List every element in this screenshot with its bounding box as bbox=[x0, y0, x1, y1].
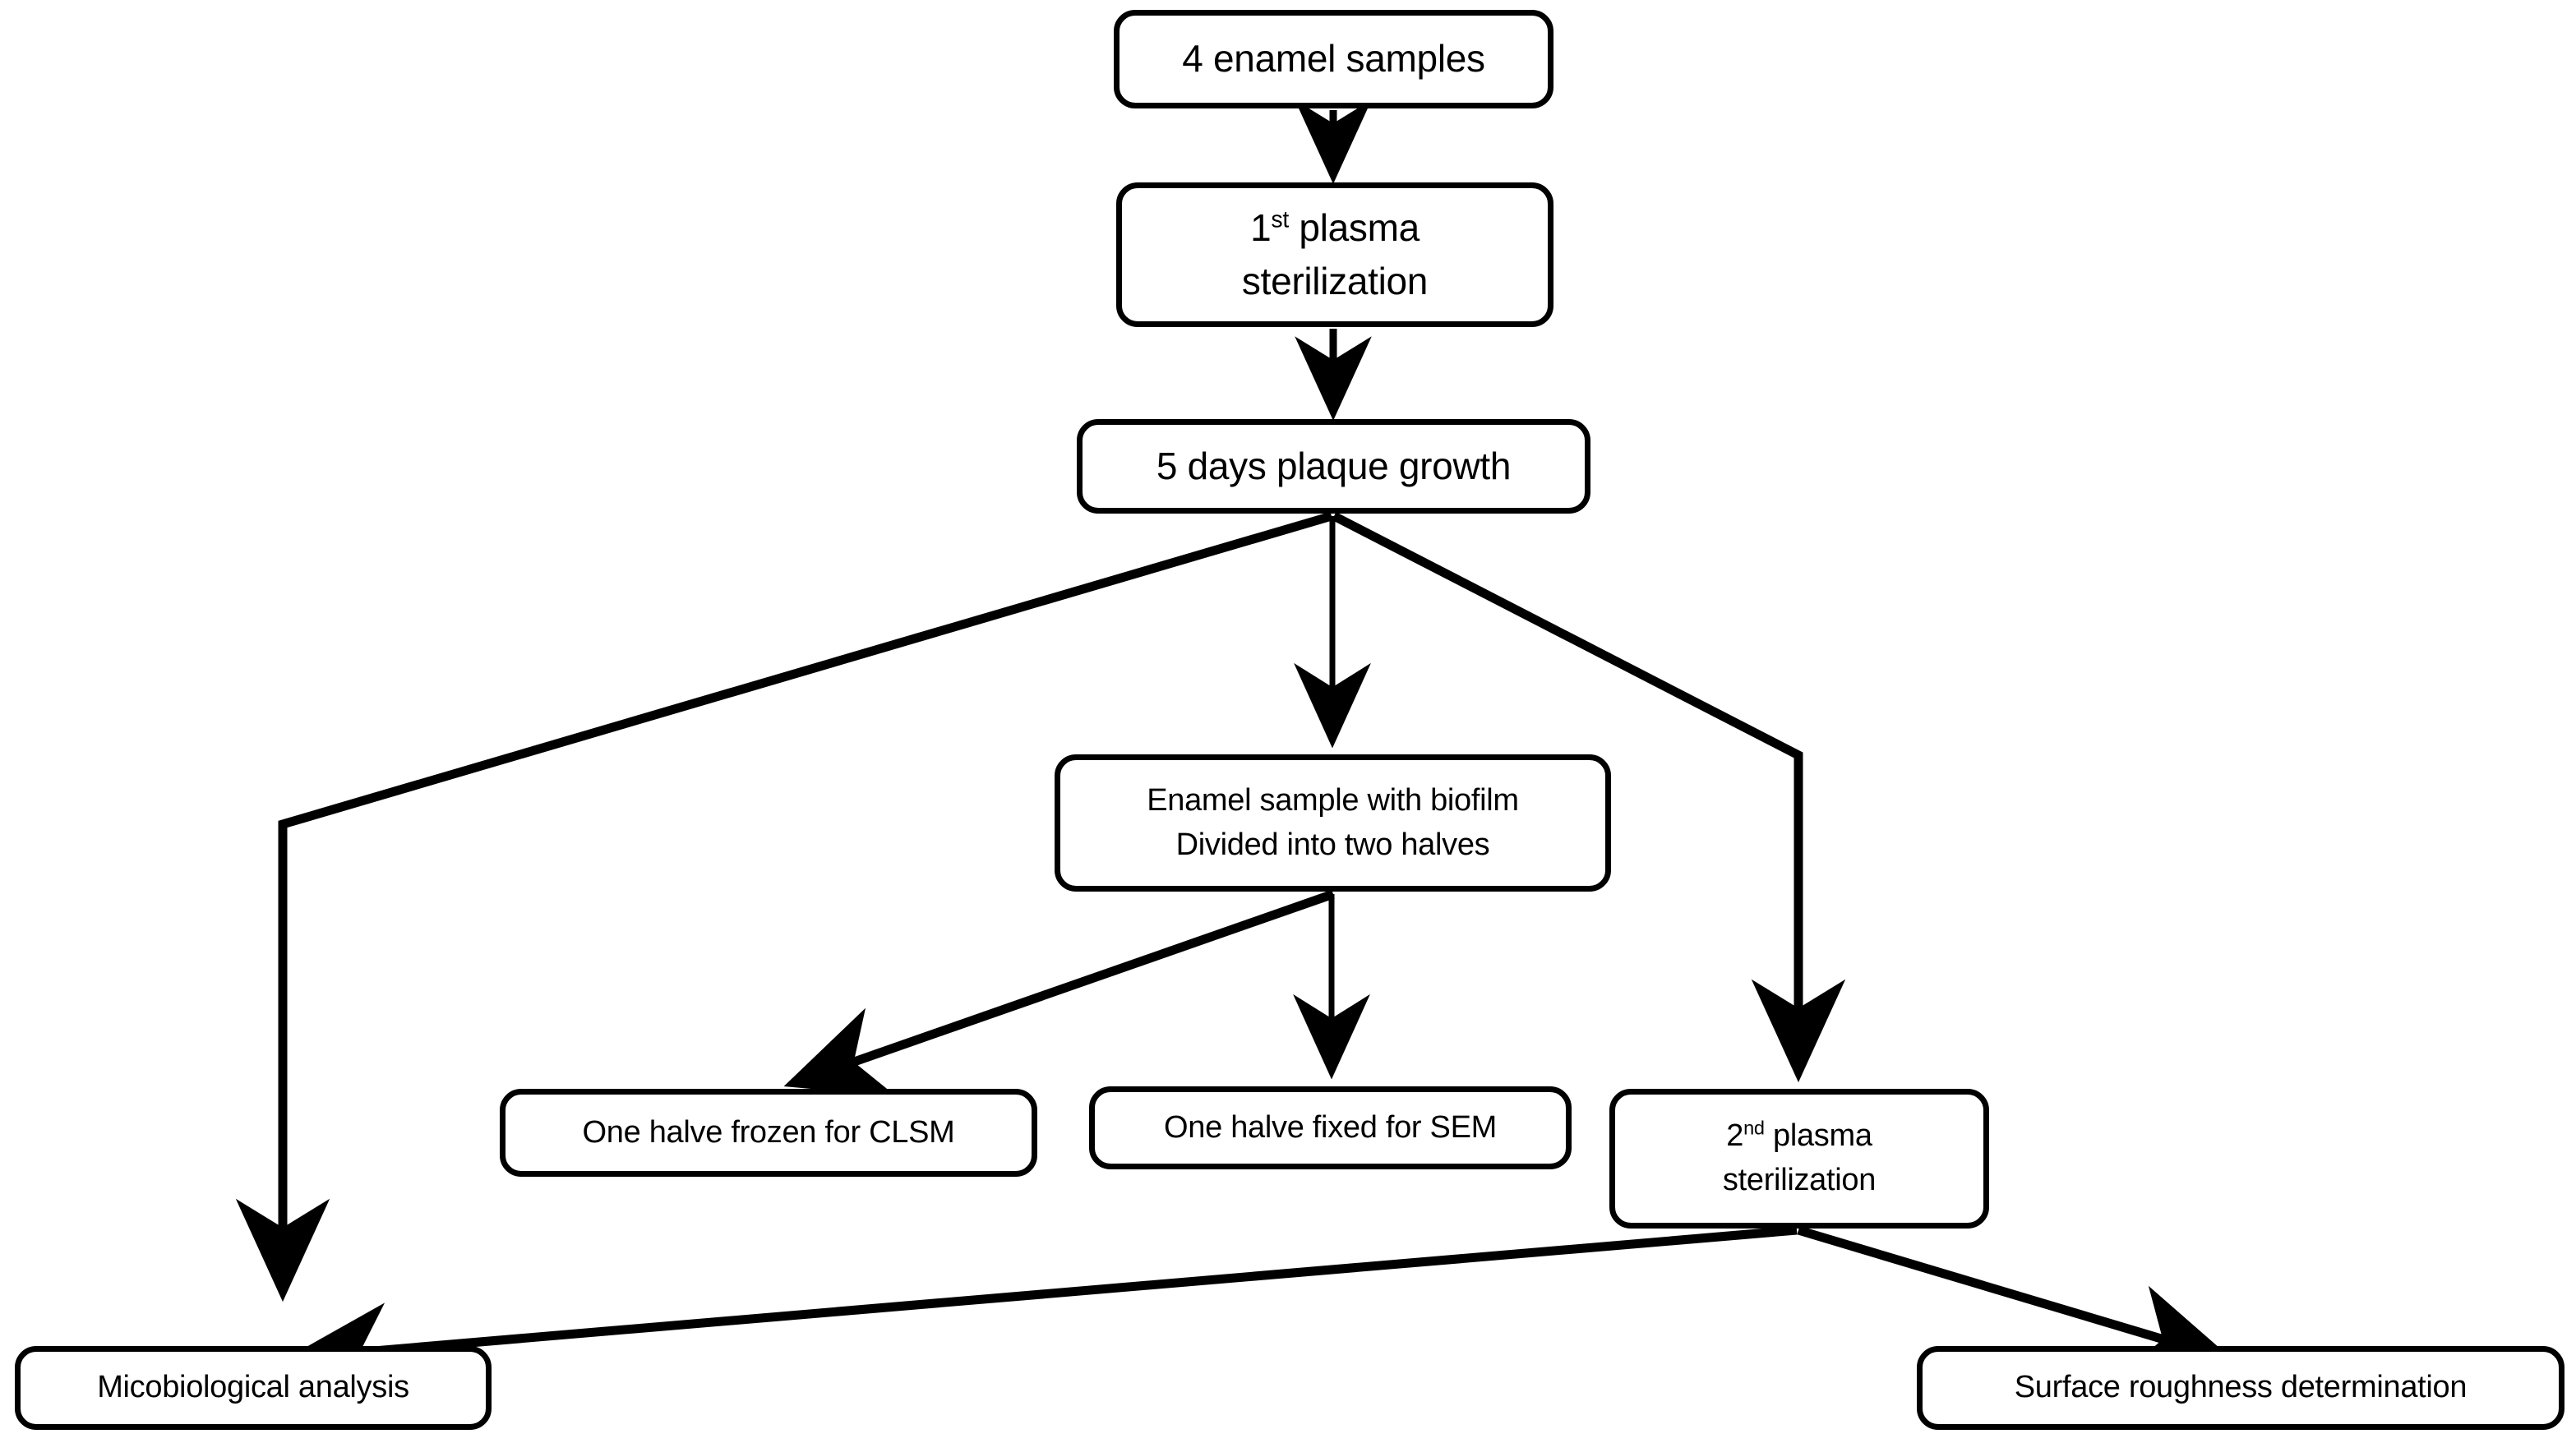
node-label: Surface roughness determination bbox=[2014, 1370, 2468, 1405]
edge-biofilm-to-clsm bbox=[783, 889, 1335, 1097]
node-first-plasma-sterilization[interactable]: 1st plasma sterilization bbox=[1116, 182, 1553, 327]
node-label: Micobiological analysis bbox=[97, 1370, 409, 1405]
node-label-suffix: plasma sterilization bbox=[1722, 1118, 1877, 1197]
node-one-halve-frozen-for-clsm[interactable]: One halve frozen for CLSM bbox=[500, 1089, 1037, 1177]
node-5-days-plaque-growth[interactable]: 5 days plaque growth bbox=[1077, 419, 1590, 514]
ordinal-superscript: nd bbox=[1743, 1117, 1765, 1139]
node-micobiological-analysis[interactable]: Micobiological analysis bbox=[15, 1346, 492, 1430]
node-label: One halve frozen for CLSM bbox=[582, 1114, 955, 1150]
node-label: One halve fixed for SEM bbox=[1164, 1109, 1497, 1145]
edge-sterile2-to-roughness bbox=[1797, 1225, 2234, 1376]
node-one-halve-fixed-for-sem[interactable]: One halve fixed for SEM bbox=[1089, 1086, 1572, 1169]
node-label-prefix: 1 bbox=[1250, 205, 1272, 249]
edge-sterile2-to-micro bbox=[285, 1225, 1798, 1397]
node-second-plasma-sterilization[interactable]: 2nd plasma sterilization bbox=[1609, 1089, 1989, 1229]
node-4-enamel-samples[interactable]: 4 enamel samples bbox=[1114, 10, 1553, 108]
node-label: 2nd plasma sterilization bbox=[1615, 1114, 1983, 1203]
node-label: 1st plasma sterilization bbox=[1122, 201, 1548, 309]
node-label: 5 days plaque growth bbox=[1156, 444, 1512, 487]
node-label: 4 enamel samples bbox=[1182, 37, 1485, 81]
edge-plaque-to-sterile2 bbox=[1332, 512, 1846, 1083]
node-label: Enamel sample with biofilm Divided into … bbox=[1147, 782, 1519, 862]
edge-plaque-to-micro bbox=[235, 511, 1333, 1302]
node-label-suffix: plasma sterilization bbox=[1241, 205, 1429, 302]
node-surface-roughness-determination[interactable]: Surface roughness determination bbox=[1917, 1346, 2564, 1430]
node-label-prefix: 2 bbox=[1726, 1118, 1744, 1154]
ordinal-superscript: st bbox=[1271, 206, 1289, 233]
node-enamel-sample-with-biofilm[interactable]: Enamel sample with biofilm Divided into … bbox=[1055, 754, 1611, 892]
